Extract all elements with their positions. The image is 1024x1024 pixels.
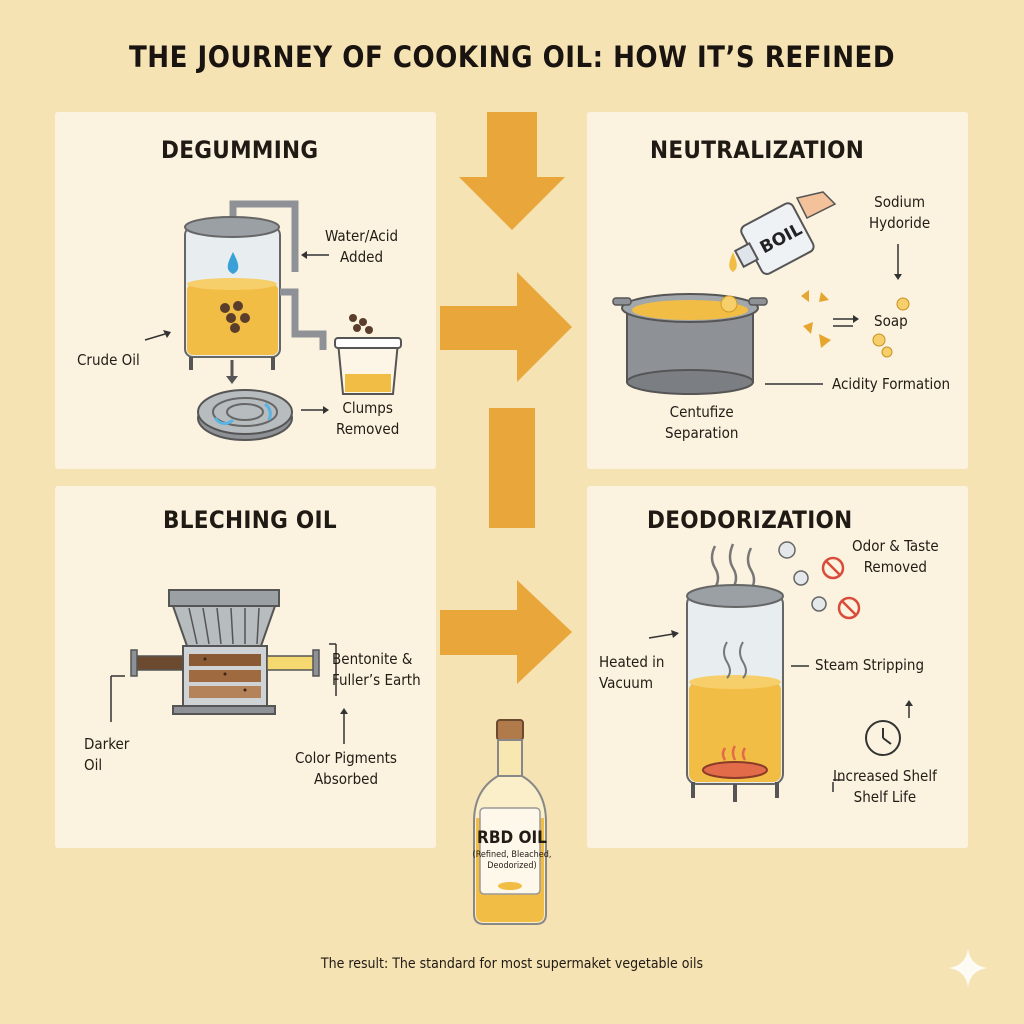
neutralization-pot-icon: BOIL: [612, 191, 910, 395]
degumming-title: DEGUMMING: [161, 136, 319, 164]
down-connector: [489, 408, 535, 528]
bentonite-label: Bentonite &Fuller’s Earth: [332, 650, 421, 689]
steam-stripping-label: Steam Stripping: [815, 656, 925, 674]
no-odor-icon: [821, 556, 861, 620]
crude-oil-label: Crude Oil: [77, 351, 140, 369]
rbd-oil-bottle-icon: [473, 719, 547, 925]
neutralization-panel: NEUTRALIZATION BOIL: [587, 112, 968, 469]
right-arrow-bottom: [440, 580, 572, 684]
bleaching-title: BLECHING OIL: [163, 506, 337, 534]
deodorization-title: DEODORIZATION: [647, 506, 853, 534]
deodorization-tank-icon: [648, 541, 913, 802]
soap-label: Soap: [874, 312, 908, 330]
bleaching-filter-icon: [110, 589, 348, 744]
deodorization-panel: DEODORIZATION: [587, 486, 968, 848]
degumming-panel: DEGUMMING: [55, 112, 436, 469]
degumming-tank-icon: [144, 200, 402, 441]
right-arrow-middle: [440, 272, 572, 382]
sparkle-icon: [948, 948, 988, 988]
acidity-formation-label: Acidity Formation: [832, 375, 951, 393]
bleaching-panel: BLECHING OIL Bentonite &Fulle: [55, 486, 436, 848]
rbd-oil-subtitle: (Refined, Bleached,Deodorized): [472, 850, 552, 871]
neutralization-title: NEUTRALIZATION: [650, 136, 865, 164]
rbd-oil-label: RBD OIL: [477, 828, 547, 848]
down-arrow-top: [459, 112, 565, 230]
page-title: THE JOURNEY OF COOKING OIL: HOW IT’S REF…: [128, 40, 896, 74]
footer-caption: The result: The standard for most superm…: [320, 956, 704, 972]
